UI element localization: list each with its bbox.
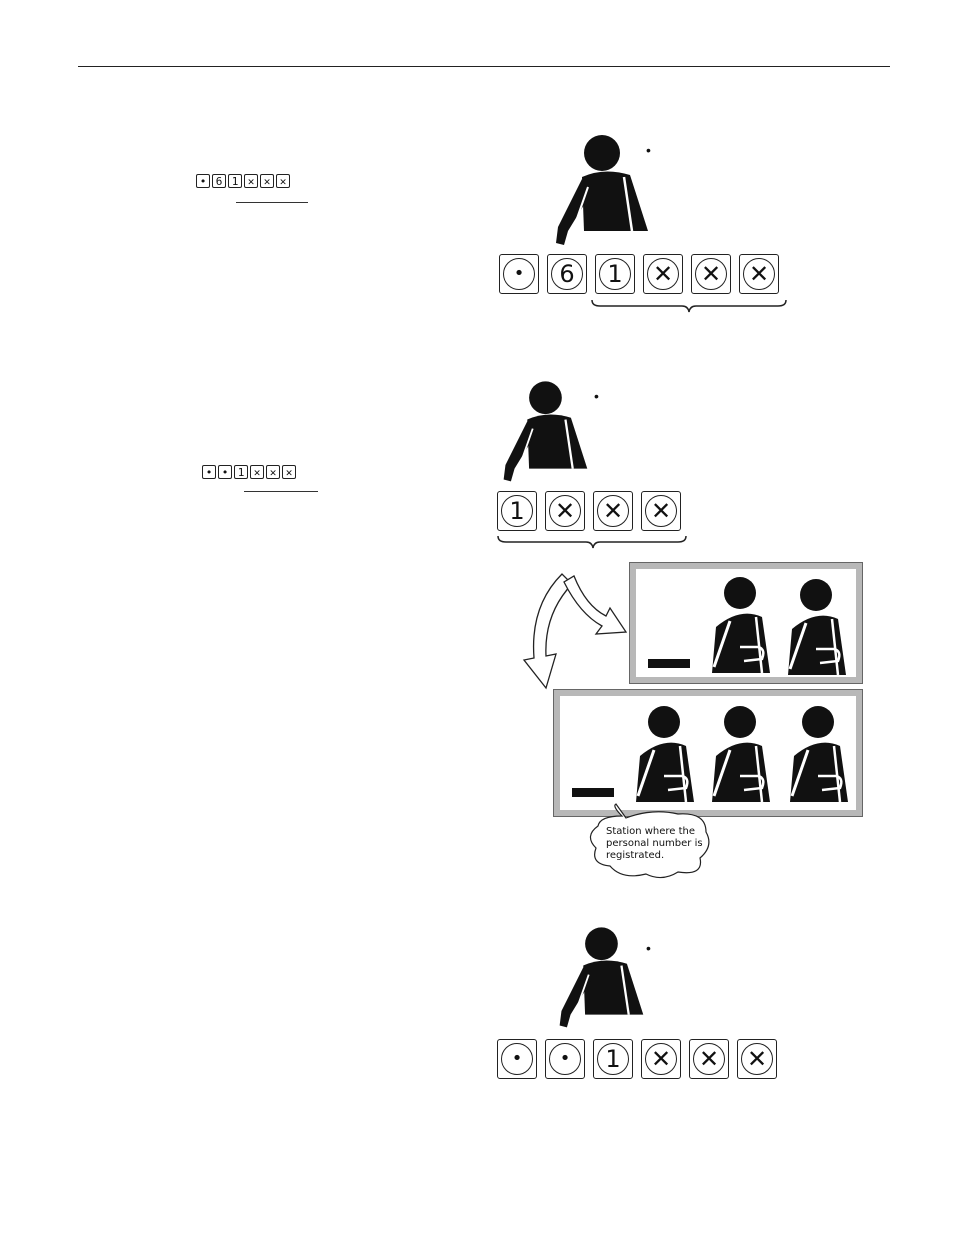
fig3-bullet: • [646,940,651,956]
key-sequence-2: ••1✕✕✕ [202,465,296,479]
panel-desk-bar [648,659,690,668]
sequence-1-underline [236,202,308,203]
curved-arrow-icon [522,573,628,690]
station-panel-upper [629,562,863,684]
dot-key: • [497,1039,537,1079]
person-seated-icon [786,579,848,677]
sequence-2-underline [244,491,318,492]
panel-desk-bar [572,788,614,797]
fig1-bullet: • [646,142,651,158]
x-key: ✕ [593,491,633,531]
digit-6-key: 6 [212,174,226,188]
dot-key: • [196,174,210,188]
x-key: ✕ [260,174,274,188]
key-symbol: ✕ [645,1043,677,1075]
x-key: ✕ [691,254,731,294]
dot-key: • [218,465,232,479]
bubble-line-2: personal number is [606,838,703,849]
x-key: ✕ [643,254,683,294]
fig3-key-row: • • 1 ✕ ✕ ✕ [497,1039,777,1079]
x-key: ✕ [244,174,258,188]
x-key: ✕ [266,465,280,479]
person-pressing-icon [502,380,589,483]
dot-key: • [499,254,539,294]
x-key: ✕ [641,1039,681,1079]
x-key: ✕ [641,491,681,531]
digit-1-key: 1 [234,465,248,479]
fig2-bullet: • [594,388,599,404]
key-symbol: ✕ [549,495,581,527]
dot-key: • [202,465,216,479]
digit-1-key: 1 [593,1039,633,1079]
key-symbol: ✕ [695,258,727,290]
person-pressing-icon [558,926,645,1029]
speech-bubble-icon [589,803,710,879]
key-symbol: 1 [599,258,631,290]
key-symbol: 1 [597,1043,629,1075]
key-symbol: ✕ [693,1043,725,1075]
x-key: ✕ [739,254,779,294]
digit-1-key: 1 [497,491,537,531]
x-key: ✕ [689,1039,729,1079]
digit-1-key: 1 [228,174,242,188]
digit-6-key: 6 [547,254,587,294]
key-symbol: ✕ [597,495,629,527]
bubble-line-3: registrated. [606,850,665,861]
dot-key: • [545,1039,585,1079]
top-rule [78,66,890,67]
key-symbol: 1 [501,495,533,527]
key-symbol: • [503,258,535,290]
key-symbol: • [501,1043,533,1075]
person-seated-icon [710,575,772,675]
person-seated-icon [634,704,696,804]
x-key: ✕ [737,1039,777,1079]
x-key: ✕ [276,174,290,188]
fig2-key-row: 1 ✕ ✕ ✕ [497,491,681,531]
x-key: ✕ [545,491,585,531]
key-symbol: ✕ [647,258,679,290]
person-seated-icon [710,704,772,804]
person-seated-icon [788,704,850,804]
key-symbol: ✕ [741,1043,773,1075]
key-symbol: ✕ [743,258,775,290]
key-symbol: 6 [551,258,583,290]
fig2-brace [497,535,687,549]
bubble-line-1: Station where the [606,826,696,837]
key-symbol: • [549,1043,581,1075]
key-symbol: ✕ [645,495,677,527]
x-key: ✕ [250,465,264,479]
fig1-brace [591,299,787,313]
speech-bubble-text: Station where the personal number is reg… [606,826,716,862]
x-key: ✕ [282,465,296,479]
digit-1-key: 1 [595,254,635,294]
station-panel-lower [553,689,863,817]
